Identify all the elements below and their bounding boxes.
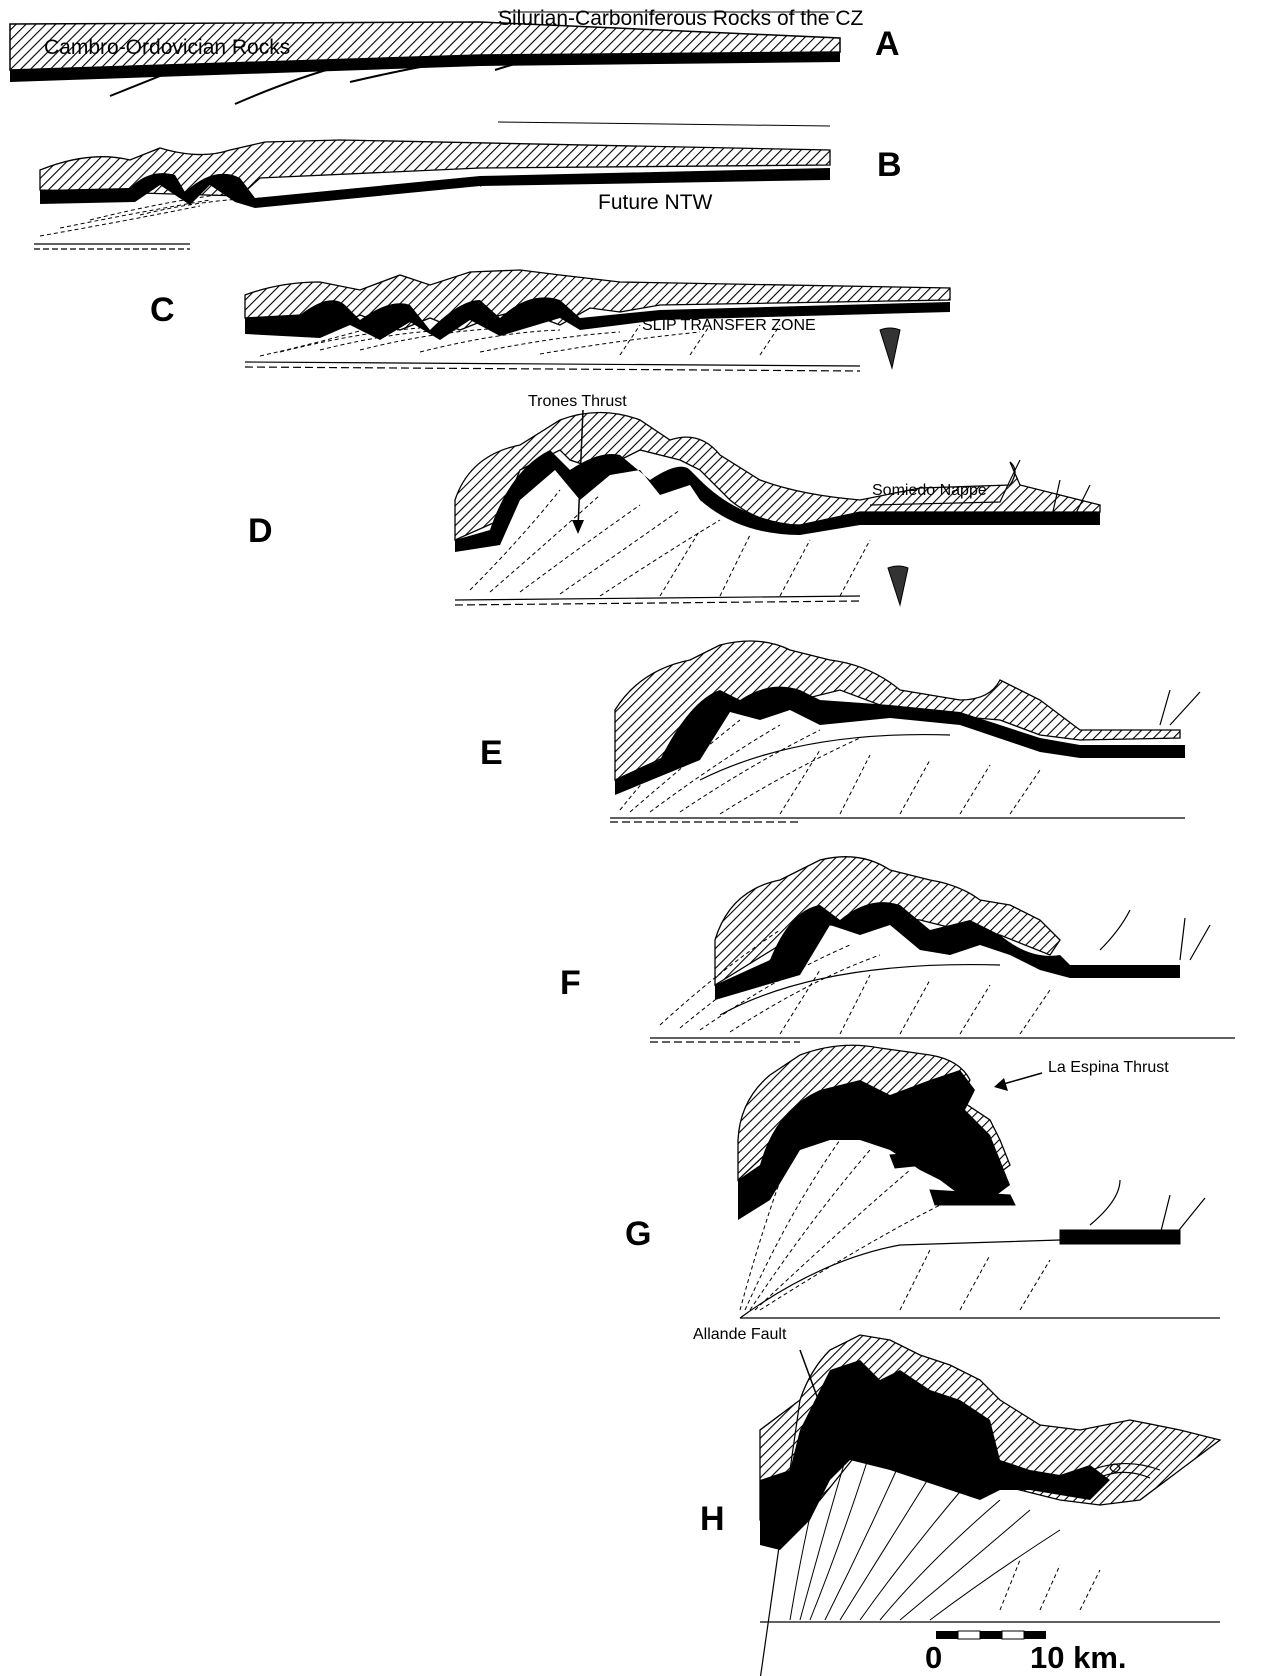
panel-label-h: H (700, 1502, 725, 1536)
scale-bar-segment (1002, 1631, 1024, 1639)
section-f (650, 857, 1235, 1042)
scale-bar-segment (1024, 1631, 1046, 1639)
label-cambro-ordovician: Cambro-Ordovician Rocks (44, 37, 290, 58)
scale-bar-start-label: 0 (925, 1642, 942, 1673)
section-b (34, 122, 830, 249)
panel-label-a: A (875, 27, 900, 61)
scale-bar (936, 1631, 1046, 1639)
scale-bar-end-label: 10 km. (1030, 1642, 1127, 1673)
section-e (610, 641, 1200, 822)
label-allande-fault: Allande Fault (693, 1327, 786, 1343)
section-g (738, 1045, 1220, 1318)
label-silurian-carboniferous: Silurian-Carboniferous Rocks of the CZ (498, 8, 863, 29)
panel-label-c: C (150, 293, 175, 327)
panel-label-e: E (480, 736, 503, 770)
label-somiedo-nappe: Somiedo Nappe (872, 483, 987, 499)
panel-label-f: F (560, 966, 581, 1000)
label-slip-transfer-zone: SLIP TRANSFER ZONE (642, 318, 816, 334)
section-c (245, 270, 950, 371)
scale-bar-segment (936, 1631, 958, 1639)
section-h (760, 1335, 1220, 1676)
label-future-ntw: Future NTW (598, 192, 712, 213)
label-trones-thrust: Trones Thrust (528, 394, 627, 410)
section-c-pin-icon (880, 328, 900, 368)
panel-label-b: B (877, 148, 902, 182)
section-d (455, 410, 1100, 605)
panel-label-d: D (248, 514, 273, 548)
la-espina-thrust-arrow (1000, 1073, 1042, 1085)
scale-bar-segment (980, 1631, 1002, 1639)
section-d-pin-icon (888, 566, 908, 605)
label-la-espina-thrust: La Espina Thrust (1048, 1060, 1169, 1076)
scale-bar-segment (958, 1631, 980, 1639)
panel-label-g: G (625, 1217, 651, 1251)
